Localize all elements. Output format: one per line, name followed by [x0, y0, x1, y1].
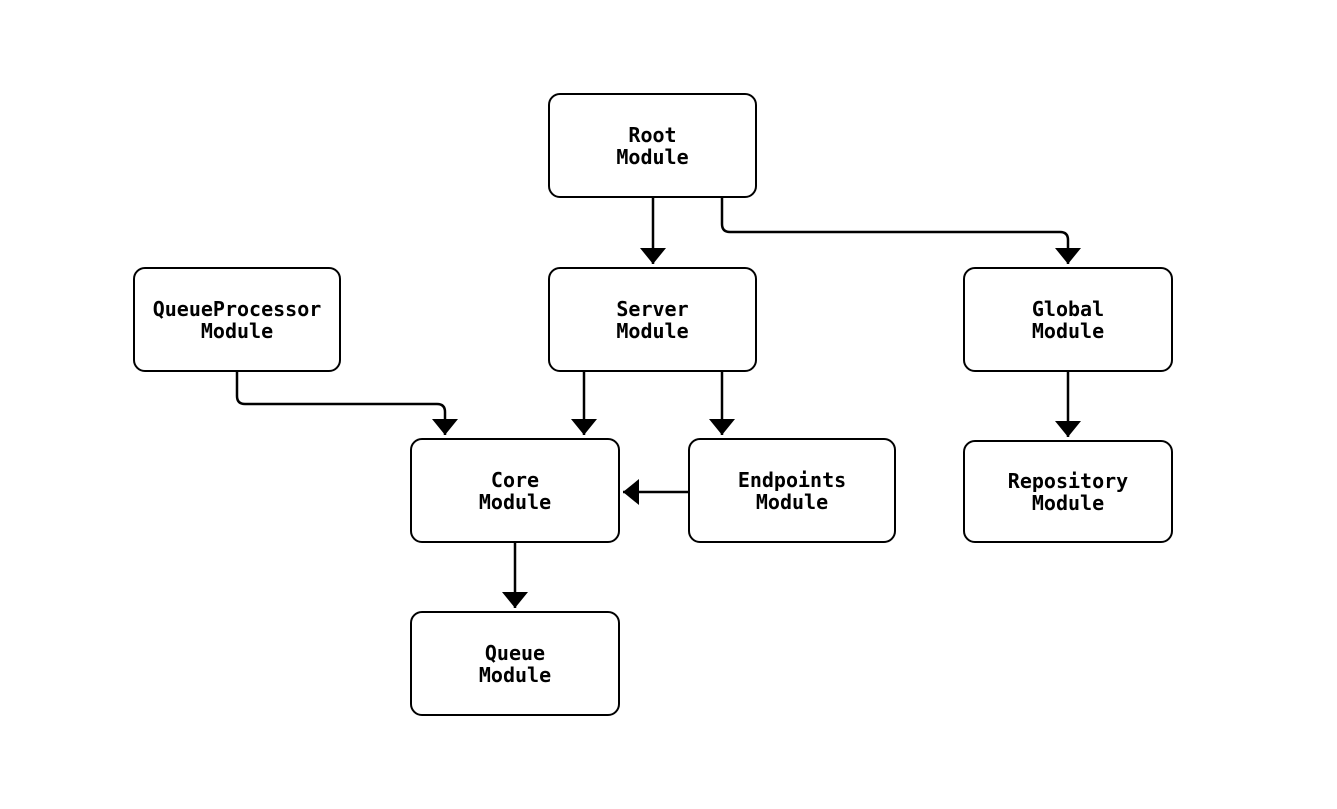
- node-core-module: Core Module: [410, 438, 620, 543]
- edge-queueprocessor-to-core: [235, 372, 458, 435]
- node-repository-module: Repository Module: [963, 440, 1173, 543]
- node-label-line: QueueProcessor: [152, 296, 322, 321]
- node-label-line: Module: [478, 489, 552, 514]
- edge-root-to-global: [720, 198, 1081, 264]
- node-label-line: Module: [616, 144, 689, 169]
- node-label-line: Core: [490, 467, 540, 492]
- node-root-module: Root Module: [548, 93, 757, 198]
- node-label-line: Server: [616, 296, 689, 321]
- node-label-line: Module: [616, 318, 689, 343]
- node-label-line: Root: [628, 122, 677, 147]
- node-label-line: Global: [1031, 296, 1105, 321]
- node-queue-module: Queue Module: [410, 611, 620, 716]
- node-label-line: Module: [1031, 490, 1105, 515]
- node-label-line: Module: [1031, 318, 1105, 343]
- node-label-line: Repository: [1007, 468, 1129, 493]
- node-server-module: Server Module: [548, 267, 757, 372]
- node-label-line: Endpoints: [737, 467, 847, 492]
- node-global-module: Global Module: [963, 267, 1173, 372]
- node-label-line: Module: [478, 662, 552, 687]
- node-label-line: Module: [200, 318, 274, 343]
- node-endpoints-module: Endpoints Module: [688, 438, 896, 543]
- node-queueprocessor-module: QueueProcessor Module: [133, 267, 341, 372]
- node-label-line: Module: [755, 489, 829, 514]
- node-label-line: Queue: [484, 640, 546, 665]
